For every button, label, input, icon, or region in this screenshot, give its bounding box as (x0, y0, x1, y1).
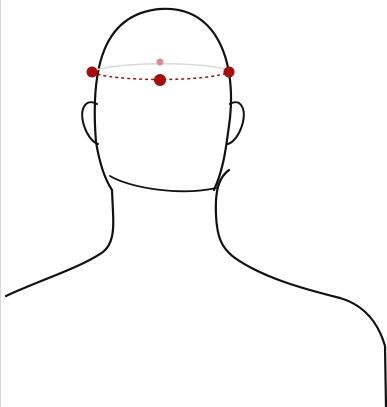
front-center-marker (154, 74, 166, 86)
back-marker-faint (157, 59, 164, 66)
body-outline (6, 170, 385, 346)
right-side-marker (224, 67, 235, 78)
left-side-marker (87, 67, 98, 78)
right-arm-outline (385, 346, 386, 407)
head-outline (95, 9, 231, 190)
nape-outline (110, 176, 216, 191)
